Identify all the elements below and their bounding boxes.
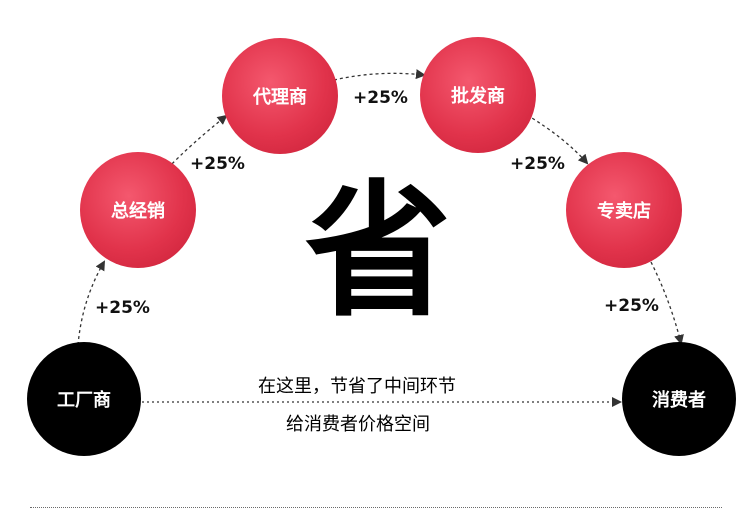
node-specialty-store: 专卖店: [566, 152, 682, 268]
markup-label-2: +25%: [190, 154, 245, 174]
node-label: 总经销: [111, 201, 165, 222]
arrow-store-to-consumer: [650, 261, 684, 345]
node-wholesaler: 批发商: [420, 37, 536, 153]
node-label: 工厂商: [57, 390, 111, 411]
node-label: 批发商: [451, 86, 505, 107]
node-general-distributor: 总经销: [80, 152, 196, 268]
markup-label-1: +25%: [95, 298, 150, 318]
node-label: 代理商: [253, 87, 307, 108]
message-line-2: 给消费者价格空间: [286, 414, 430, 435]
arrow-wholesaler-to-store: [526, 114, 589, 165]
arrow-agent-to-wholesaler: [333, 69, 426, 81]
node-agent: 代理商: [222, 38, 338, 154]
node-label: 消费者: [652, 390, 706, 411]
node-consumer: 消费者: [622, 342, 736, 456]
node-label: 专卖店: [597, 201, 651, 222]
arrow-factory-to-general: [77, 260, 106, 346]
markup-label-5: +25%: [604, 296, 659, 316]
bottom-divider: [30, 507, 722, 508]
center-character: 省: [305, 167, 451, 337]
markup-label-3: +25%: [353, 88, 408, 108]
node-factory: 工厂商: [27, 342, 141, 456]
markup-label-4: +25%: [510, 154, 565, 174]
message-line-1: 在这里，节省了中间环节: [258, 376, 456, 397]
